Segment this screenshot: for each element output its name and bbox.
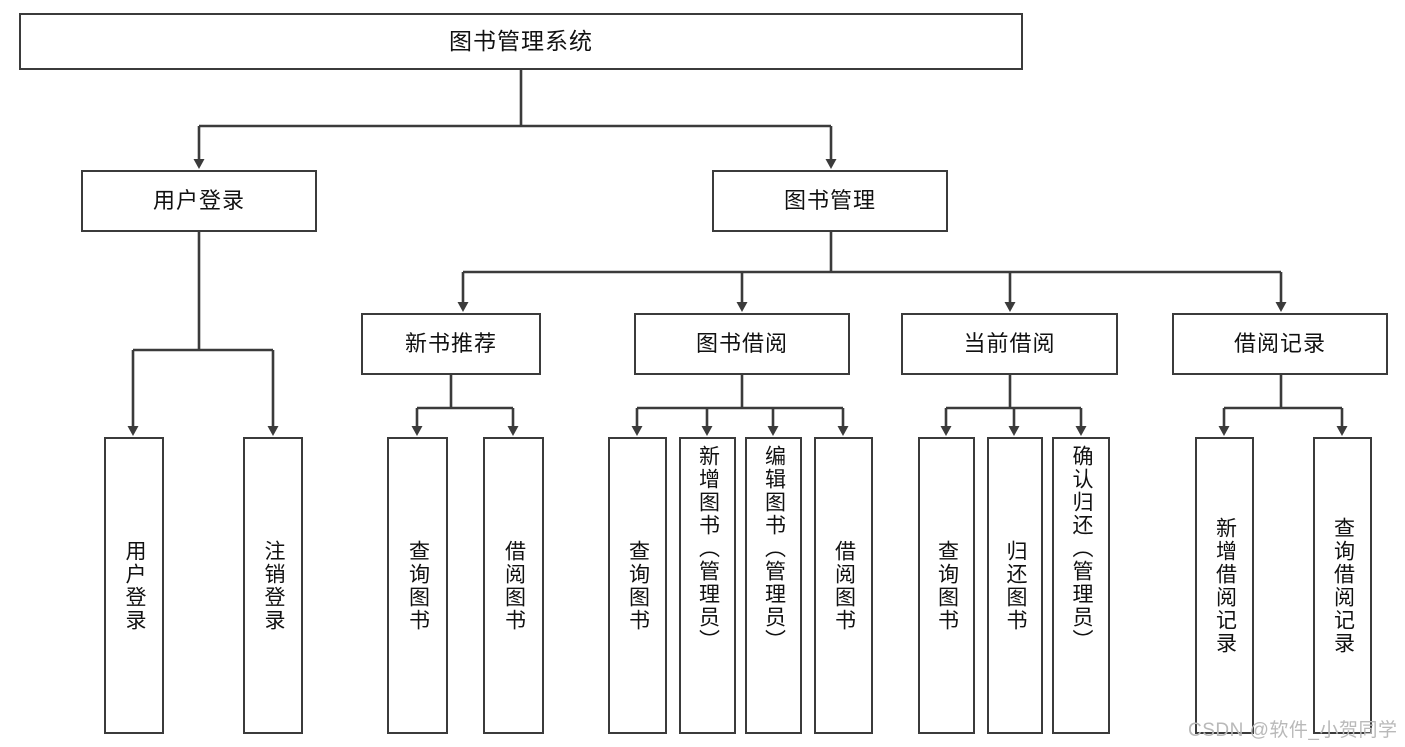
leaf-label: 借阅图书 — [502, 539, 526, 632]
leaf-label: 查询图书 — [626, 539, 650, 632]
leaf-label: 查询借阅记录 — [1331, 516, 1355, 655]
leaf-current-return-book[interactable]: 归还图书 — [987, 437, 1043, 734]
node-user-login[interactable]: 用户登录 — [81, 170, 317, 232]
leaf-label: 归还图书 — [1004, 539, 1028, 632]
node-label: 借阅记录 — [1233, 330, 1326, 356]
leaf-current-query-book[interactable]: 查询图书 — [918, 437, 975, 734]
node-book-borrow[interactable]: 图书借阅 — [634, 313, 850, 375]
leaf-borrow-add-book-admin[interactable]: 新增图书（管理员） — [679, 437, 736, 734]
node-current-borrow[interactable]: 当前借阅 — [901, 313, 1118, 375]
node-root-system[interactable]: 图书管理系统 — [19, 13, 1023, 70]
leaf-label: 借阅图书 — [832, 539, 856, 632]
leaf-label: 注销登录 — [262, 539, 286, 632]
leaf-label: 新增借阅记录 — [1213, 516, 1237, 655]
leaf-user-logout[interactable]: 注销登录 — [243, 437, 303, 734]
leaf-borrow-query-book[interactable]: 查询图书 — [608, 437, 667, 734]
node-label: 当前借阅 — [963, 330, 1056, 356]
node-label: 图书借阅 — [695, 330, 788, 356]
node-book-management[interactable]: 图书管理 — [712, 170, 948, 232]
leaf-user-login-do[interactable]: 用户登录 — [104, 437, 164, 734]
node-label: 用户登录 — [152, 187, 245, 213]
leaf-record-add-record[interactable]: 新增借阅记录 — [1195, 437, 1254, 734]
leaf-label: 确认归还（管理员） — [1070, 445, 1094, 652]
node-new-book-recommend[interactable]: 新书推荐 — [361, 313, 541, 375]
node-label: 图书管理 — [783, 187, 876, 213]
leaf-label: 查询图书 — [935, 539, 959, 632]
leaf-borrow-edit-book-admin[interactable]: 编辑图书（管理员） — [745, 437, 802, 734]
leaf-label: 新增图书（管理员） — [696, 445, 720, 652]
leaf-label: 用户登录 — [123, 539, 147, 632]
node-label: 图书管理系统 — [449, 27, 593, 54]
csdn-watermark: CSDN @软件_小贺同学 — [1188, 720, 1398, 741]
leaf-borrow-borrow-book[interactable]: 借阅图书 — [814, 437, 873, 734]
leaf-current-confirm-return-admin[interactable]: 确认归还（管理员） — [1052, 437, 1110, 734]
leaf-label: 编辑图书（管理员） — [762, 445, 786, 652]
node-label: 新书推荐 — [404, 330, 497, 356]
node-borrow-record[interactable]: 借阅记录 — [1172, 313, 1388, 375]
leaf-recommend-query-book[interactable]: 查询图书 — [387, 437, 448, 734]
leaf-recommend-borrow-book[interactable]: 借阅图书 — [483, 437, 544, 734]
leaf-label: 查询图书 — [406, 539, 430, 632]
leaf-record-query-record[interactable]: 查询借阅记录 — [1313, 437, 1372, 734]
